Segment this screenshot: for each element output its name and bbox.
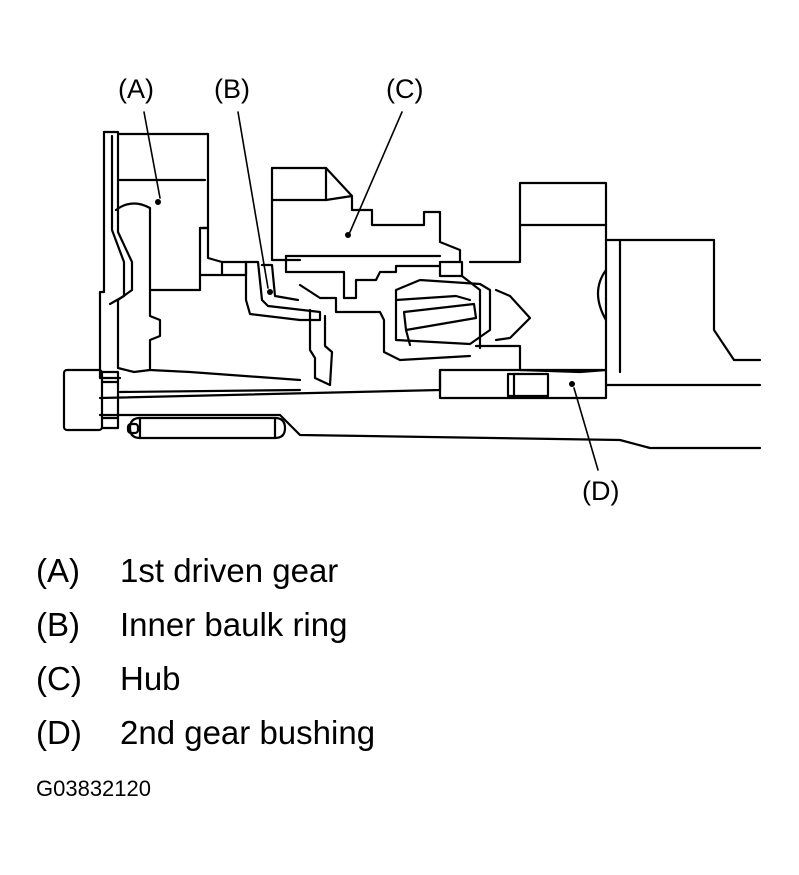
callout-c: (C) xyxy=(386,74,424,104)
leader-b xyxy=(237,111,269,289)
legend-key: (A) xyxy=(36,552,80,589)
legend-key: (C) xyxy=(36,660,82,697)
legend-text: Inner baulk ring xyxy=(120,606,348,643)
legend-key: (D) xyxy=(36,714,82,751)
dot-d xyxy=(569,381,575,387)
hub xyxy=(270,166,472,387)
dot-c xyxy=(345,232,351,238)
figure-id: G03832120 xyxy=(36,776,151,801)
bearing-pin xyxy=(126,416,287,440)
callout-a: (A) xyxy=(118,74,154,104)
first-driven-gear xyxy=(98,130,302,382)
inner-baulk-ring xyxy=(244,260,322,322)
transmission-cross-section-diagram xyxy=(62,111,762,471)
callout-b: (B) xyxy=(214,74,250,104)
legend-text: 2nd gear bushing xyxy=(120,714,376,751)
leader-a xyxy=(143,111,161,199)
second-gear xyxy=(468,181,762,374)
synchro-key xyxy=(394,260,492,350)
legend-key: (B) xyxy=(36,606,80,643)
leader-c xyxy=(349,111,403,233)
second-gear-bushing xyxy=(438,368,762,400)
leader-d xyxy=(573,387,599,471)
legend-text: 1st driven gear xyxy=(120,552,339,589)
shaft xyxy=(98,368,762,450)
end-collar xyxy=(62,368,120,432)
callout-target-dots xyxy=(155,199,575,387)
leader-lines xyxy=(143,111,599,471)
dot-a xyxy=(155,199,161,205)
callout-d: (D) xyxy=(582,476,620,506)
legend-text: Hub xyxy=(120,660,181,697)
dot-b xyxy=(267,289,273,295)
